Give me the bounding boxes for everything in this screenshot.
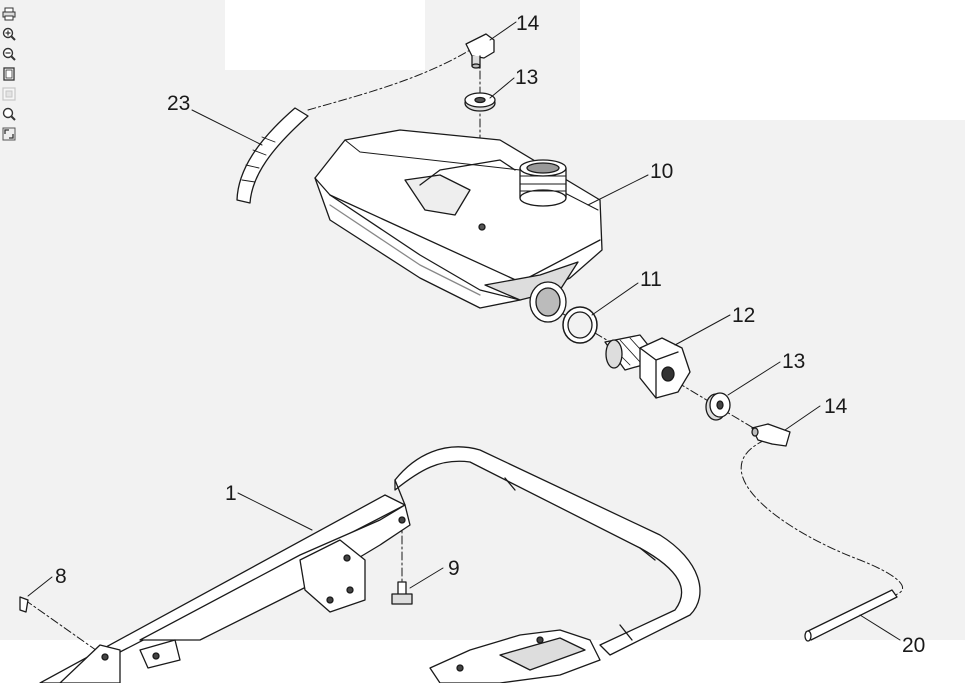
- zoom-in-button[interactable]: [1, 26, 17, 42]
- callout-9: 9: [448, 557, 460, 580]
- fit-page-button[interactable]: [1, 86, 17, 102]
- callout-8: 8: [55, 565, 67, 588]
- page-view-button[interactable]: [1, 66, 17, 82]
- part-1-frame: [39, 446, 701, 683]
- viewer-toolbar: [1, 6, 21, 142]
- part-20-tube: [804, 589, 898, 642]
- part-14-right-elbow: [751, 423, 791, 447]
- hose-path-top: [307, 49, 471, 111]
- callout-1: 1: [225, 482, 237, 505]
- callout-labels: 14 13 23 10 11 12 13 14 1 8 9 20: [55, 12, 925, 657]
- fullscreen-button[interactable]: [1, 126, 17, 142]
- print-button[interactable]: [1, 6, 17, 22]
- callout-12: 12: [732, 304, 755, 327]
- callout-10: 10: [650, 160, 673, 183]
- part-8-clip: [19, 596, 29, 613]
- part-9-bolt: [391, 581, 413, 605]
- callout-11: 11: [640, 268, 662, 291]
- zoom-out-icon: [2, 47, 16, 61]
- part-14-top-elbow: [465, 33, 495, 69]
- hose-path-bottom: [740, 439, 904, 596]
- magnify-button[interactable]: [1, 106, 17, 122]
- part-13-top-grommet: [464, 92, 496, 112]
- page-icon: [3, 67, 15, 81]
- part-13-right-grommet: [705, 392, 731, 421]
- part-23-hose: [236, 107, 309, 204]
- callout-14-right: 14: [824, 395, 848, 418]
- leader-lines: [27, 21, 901, 641]
- part-11-o-ring: [562, 306, 598, 344]
- zoom-in-icon: [2, 27, 16, 41]
- part-10-fuel-tank: [314, 129, 603, 323]
- fit-page-icon: [2, 87, 16, 101]
- callout-13-right: 13: [782, 350, 805, 373]
- fullscreen-icon: [2, 127, 16, 141]
- zoom-out-button[interactable]: [1, 46, 17, 62]
- callout-14-top: 14: [516, 12, 540, 35]
- part-12-filter-nut: [604, 334, 691, 399]
- print-icon: [2, 7, 16, 21]
- magnifier-icon: [2, 107, 16, 121]
- callout-20: 20: [902, 634, 925, 657]
- callout-23: 23: [167, 92, 190, 115]
- callout-13-top: 13: [515, 66, 538, 89]
